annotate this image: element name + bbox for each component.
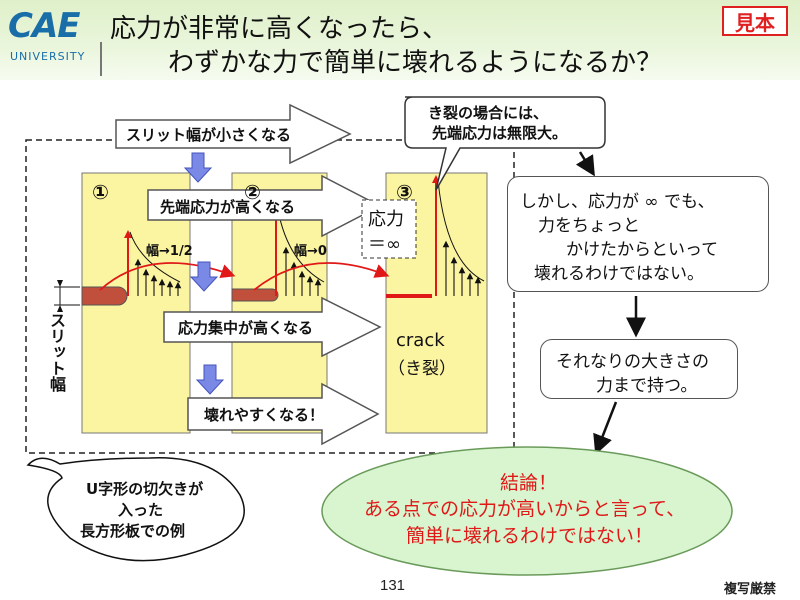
page-title-line1: 応力が非常に高くなったら、: [110, 14, 449, 44]
header-bar: [0, 0, 800, 80]
note-box-2: [540, 339, 738, 399]
panel-3-stress-arrows: [432, 175, 485, 296]
slit-arrow-shape: [115, 103, 352, 165]
panel-1-notch: [81, 286, 128, 306]
panel-1-number: ①: [92, 180, 109, 204]
slit-width-label: スリット幅: [47, 312, 66, 392]
note-1-line4: 壊れるわけではない。: [534, 264, 704, 284]
page-number: 131: [380, 577, 406, 594]
specimen-bubble-line3: 長方形板での例: [80, 522, 186, 540]
width-half-label: 幅→1/2: [146, 244, 193, 259]
panel-3-number: ③: [396, 180, 413, 204]
break-arrow-shape: [187, 382, 380, 446]
stress-infinity-box: [361, 199, 417, 259]
transition-arrow-2: [253, 262, 390, 291]
sample-badge: 見本: [722, 6, 788, 36]
flow-arrow-1: [575, 151, 595, 177]
down-arrow-1: [183, 152, 213, 183]
infinity-label: ＝∞: [368, 234, 401, 255]
crack-callout-line2: 先端応力は無限大。: [432, 124, 568, 142]
conclusion-ellipse: [321, 446, 733, 576]
down-arrow-2: [189, 261, 219, 292]
conclusion-line2: ある点での応力が高いからと言って、: [364, 498, 686, 520]
crack-label: crack: [396, 330, 445, 351]
crack-sub-label: （き裂）: [388, 359, 456, 379]
copyright-notice: 複写厳禁: [724, 582, 777, 597]
panel-2-number: ②: [244, 180, 261, 204]
transition-arrow-1: [99, 262, 236, 291]
conclusion-heading: 結論！: [500, 472, 558, 494]
specimen-bubble-line2: 入った: [118, 501, 164, 519]
down-arrow-3: [195, 364, 225, 395]
conclusion-line3: 簡単に壊れるわけではない！: [406, 525, 654, 547]
page-title-line2: わずかな力で簡単に壊れるようになるか？: [168, 48, 663, 78]
header-divider: [100, 42, 102, 76]
crack-callout-shape: [404, 96, 606, 191]
logo-text: CAE: [8, 6, 80, 46]
stress-label: 応力: [368, 209, 404, 230]
specimen-bubble-shape: [26, 457, 245, 562]
flow-arrow-3: [593, 401, 618, 455]
arrow-slit-label: スリット幅が小さくなる: [126, 126, 292, 144]
note-1-line2: 力をちょっと: [538, 216, 640, 236]
note-box-1: [507, 176, 769, 292]
note-1-line1: しかし、応力が ∞ でも、: [520, 192, 715, 212]
panel-2-notch: [231, 288, 279, 302]
cae-university-logo: CAE UNIVERSITY: [8, 6, 92, 66]
crack-callout-line1: き裂の場合には、: [428, 104, 549, 122]
specimen-bubble-line1: U字形の切欠きが: [86, 480, 204, 498]
note-1-line3: かけたからといって: [566, 240, 719, 260]
arrow-stress-tip-label: 先端応力が高くなる: [160, 198, 296, 216]
logo-subtext: UNIVERSITY: [10, 50, 86, 63]
note-2-line2: 力まで持つ。: [596, 376, 698, 396]
stress-tip-arrow-shape: [147, 174, 382, 238]
arrow-concentration-label: 応力集中が高くなる: [178, 319, 314, 337]
note-2-line1: それなりの大きさの: [556, 352, 709, 372]
width-zero-label: 幅→0: [294, 244, 327, 259]
arrow-break-label: 壊れやすくなる！: [204, 406, 325, 424]
concentration-arrow-shape: [163, 296, 382, 358]
